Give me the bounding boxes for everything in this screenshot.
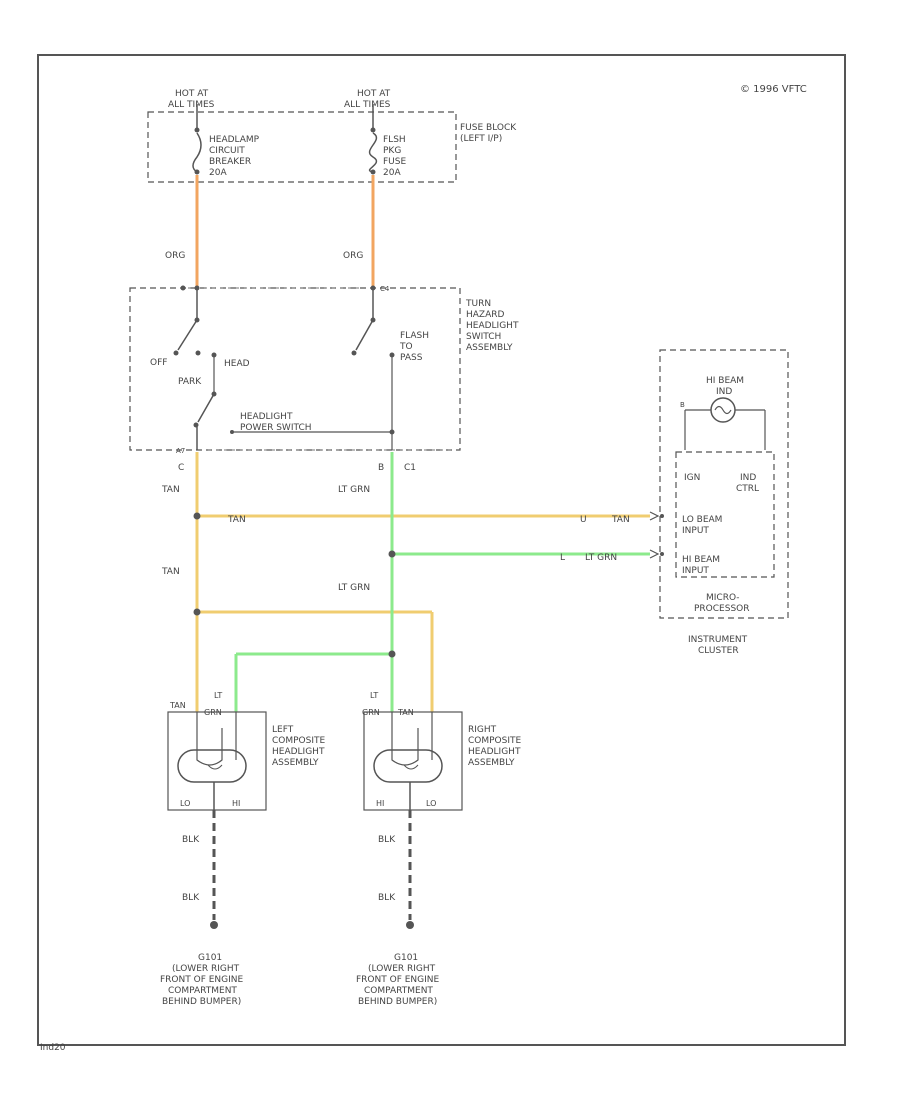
right-lamp-bottom-pins: HI LO xyxy=(376,799,436,808)
connector-pin-c-left: C xyxy=(178,463,184,473)
org-wire-label-1: ORG xyxy=(165,251,185,261)
pin-label: B xyxy=(680,401,685,409)
headlamp-circuit-breaker xyxy=(192,104,202,175)
lt-grn-wire-label-right: LT GRN xyxy=(585,553,617,563)
pin-label: A7 xyxy=(176,447,185,455)
blk-wire-label: BLK xyxy=(182,893,200,903)
lo-beam-input-label: LO BEAM INPUT xyxy=(682,515,725,536)
splice-point xyxy=(193,512,201,520)
lt-grn-wire-label-2: LT GRN xyxy=(338,583,370,593)
diagram-border xyxy=(37,54,846,1046)
splice-point xyxy=(388,550,396,558)
splice-point xyxy=(388,650,396,658)
head-position-label: HEAD xyxy=(224,359,250,369)
instrument-cluster: HI BEAM IND B IGN IND CTRL LO BEAM INPUT… xyxy=(649,349,789,619)
pin-u-label: U xyxy=(580,515,587,525)
left-headlight-outline xyxy=(167,711,267,811)
flash-pass-fuse xyxy=(368,104,378,175)
power-switch-label: HEADLIGHT POWER SWITCH xyxy=(240,412,312,433)
right-lamp-bulb-housing xyxy=(373,749,443,783)
connector-c1-label: C1 xyxy=(404,463,416,473)
right-headlight-outline xyxy=(363,711,463,811)
tan-wires xyxy=(193,452,650,712)
right-composite-headlight-assembly: LT GRN TAN HI LO xyxy=(362,691,463,811)
fuse-block-outline xyxy=(147,111,457,183)
fuse-block: HOT AT ALL TIMES HOT AT ALL TIMES HEADLA… xyxy=(147,89,519,183)
ground-g101-left-label: G101 (LOWER RIGHT FRONT OF ENGINE COMPAR… xyxy=(160,953,246,1007)
left-headlight-label: LEFT COMPOSITE HEADLIGHT ASSEMBLY xyxy=(272,725,328,768)
hot-at-all-times-label-1: HOT AT ALL TIMES xyxy=(168,89,215,110)
blk-wire-label: BLK xyxy=(378,835,396,845)
tan-wire-label-3: TAN xyxy=(161,567,180,577)
hot-at-all-times-label-2: HOT AT ALL TIMES xyxy=(344,89,393,110)
switch-assembly-label: TURN HAZARD HEADLIGHT SWITCH ASSEMBLY xyxy=(465,299,521,353)
diagram-code: Ind20 xyxy=(40,1043,66,1053)
ign-label: IGN xyxy=(684,473,700,483)
right-lamp-top-pins: LT GRN TAN xyxy=(362,691,414,717)
blk-wire-label: BLK xyxy=(182,835,200,845)
right-headlight-label: RIGHT COMPOSITE HEADLIGHT ASSEMBLY xyxy=(468,725,524,768)
off-position-label: OFF xyxy=(150,358,167,368)
right-ground-wire xyxy=(406,810,414,929)
hi-beam-indicator-lamp xyxy=(710,397,736,423)
headlamp-switch-blade xyxy=(177,319,198,351)
microprocessor-label: MICRO- PROCESSOR xyxy=(694,593,750,614)
left-ground-wire xyxy=(210,810,218,929)
ind-ctrl-label: IND CTRL xyxy=(736,473,759,494)
pin-label: C4 xyxy=(380,285,390,293)
left-lamp-top-pins: TAN LT GRN xyxy=(169,691,225,717)
flash-to-pass-blade xyxy=(355,319,374,351)
tan-wire-label-2: TAN xyxy=(227,515,246,525)
blk-wire-label: BLK xyxy=(378,893,396,903)
hi-beam-indicator-label: HI BEAM IND xyxy=(706,376,747,397)
splice-point xyxy=(193,608,201,616)
left-lamp-bottom-pins: LO HI xyxy=(180,799,240,808)
copyright-label: © 1996 VFTC xyxy=(740,84,807,95)
left-lamp-bulb-housing xyxy=(177,749,247,783)
org-wire-label-2: ORG xyxy=(343,251,363,261)
circuit-breaker-label: HEADLAMP CIRCUIT BREAKER 20A xyxy=(209,135,262,178)
power-switch-blade xyxy=(197,393,215,423)
park-position-label: PARK xyxy=(178,377,202,387)
fuse-block-label: FUSE BLOCK (LEFT I/P) xyxy=(460,123,519,144)
lt-grn-wires xyxy=(234,452,650,712)
ground-g101-right-label: G101 (LOWER RIGHT FRONT OF ENGINE COMPAR… xyxy=(356,953,442,1007)
tan-wire-label-1: TAN xyxy=(161,485,180,495)
turn-hazard-headlight-switch-assembly: TURN HAZARD HEADLIGHT SWITCH ASSEMBLY C4… xyxy=(129,285,521,455)
pin-l-label: L xyxy=(560,553,565,563)
microprocessor-outline xyxy=(675,451,775,578)
connector-pin-b-mid: B xyxy=(378,463,384,473)
fuse-label: FLSH PKG FUSE 20A xyxy=(383,135,409,178)
lt-grn-wire-label-1: LT GRN xyxy=(338,485,370,495)
instrument-cluster-outline xyxy=(659,349,789,619)
hi-beam-input-label: HI BEAM INPUT xyxy=(682,555,723,576)
tan-wire-label-right: TAN xyxy=(611,515,630,525)
flash-to-pass-label: FLASH TO PASS xyxy=(399,331,432,363)
instrument-cluster-label: INSTRUMENT CLUSTER xyxy=(688,635,750,656)
left-composite-headlight-assembly: TAN LT GRN LO HI xyxy=(167,691,267,811)
